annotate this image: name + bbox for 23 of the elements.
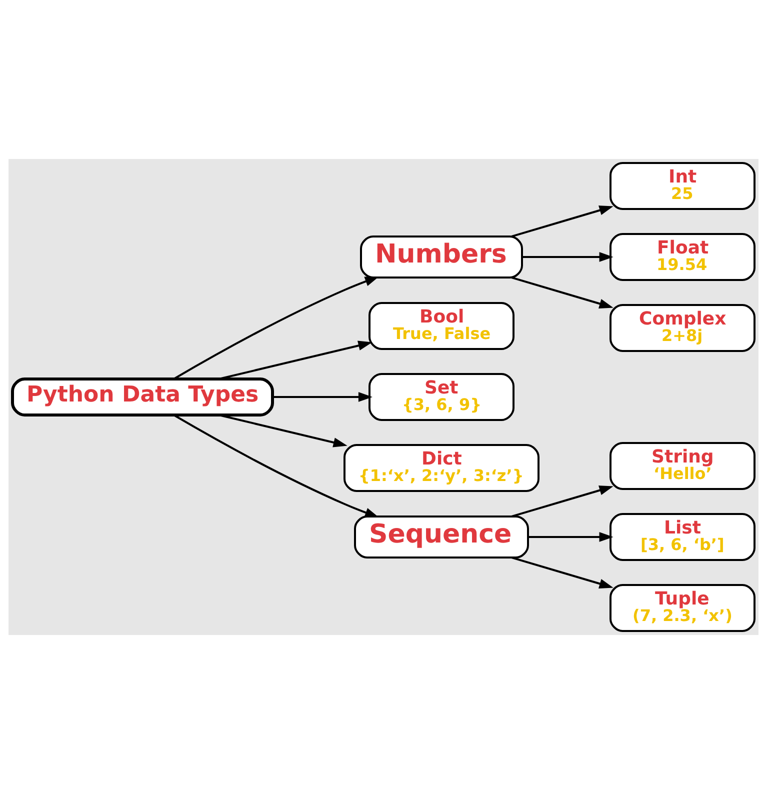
- node-box: Float 19.54: [610, 233, 756, 281]
- node-box: List [3, 6, ‘b’]: [610, 513, 756, 561]
- arrow: [511, 206, 614, 238]
- node-box: Python Data Types: [11, 378, 274, 416]
- node-box: Bool True, False: [368, 302, 514, 350]
- node-box: Set {3, 6, 9}: [368, 373, 514, 421]
- arrow: [528, 532, 614, 542]
- node-box: String ‘Hello’: [610, 442, 756, 490]
- arrow: [511, 486, 614, 518]
- node-box: Tuple (7, 2.3, ‘x’): [610, 584, 756, 632]
- arrow: [218, 340, 372, 380]
- arrow: [173, 414, 380, 518]
- arrow: [511, 556, 614, 588]
- arrow: [511, 276, 614, 308]
- node-box: Numbers: [360, 236, 523, 278]
- arrow: [272, 392, 372, 402]
- arrow: [218, 414, 348, 448]
- node-box: Complex 2+8j: [610, 304, 756, 352]
- node-box: Sequence: [354, 516, 529, 558]
- node-box: Dict {1:‘x’, 2:‘y’, 3:‘z’}: [344, 444, 540, 492]
- arrow: [173, 276, 380, 380]
- node-box: Int 25: [610, 162, 756, 210]
- arrow: [522, 252, 614, 262]
